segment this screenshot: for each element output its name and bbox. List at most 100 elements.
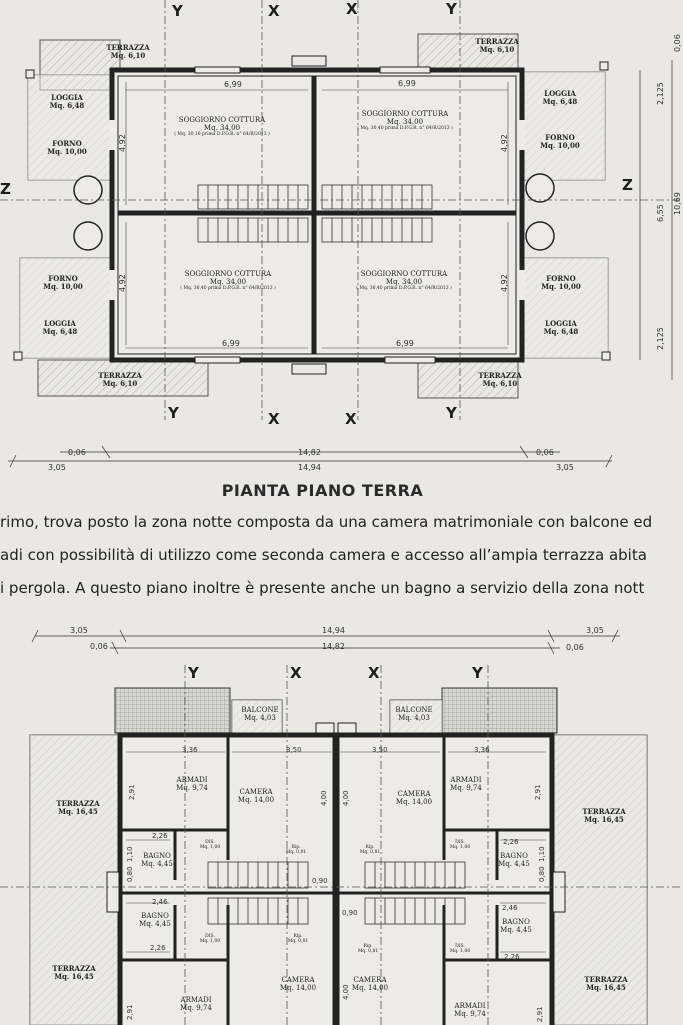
dim-room-height-tl: 4,92 bbox=[118, 134, 127, 152]
dim-room-width-bl: 6,99 bbox=[222, 339, 240, 348]
dim1-1494: 14,94 bbox=[322, 626, 345, 635]
roof-tiles-left bbox=[114, 687, 231, 734]
dim-edge-top: 0,06 bbox=[673, 34, 682, 52]
label-rip-tl: Rip.Mq. 0,81 bbox=[285, 845, 307, 855]
dim1-006-left: 0,06 bbox=[90, 642, 108, 651]
dim1-291-bl: 2,91 bbox=[126, 1004, 134, 1020]
dim1-305-right: 3,05 bbox=[586, 626, 604, 635]
axis-x-bottom-left: X bbox=[268, 410, 280, 428]
dim1-080-l: 0,80 bbox=[126, 866, 134, 882]
dim-side-top: 2,125 bbox=[656, 82, 665, 105]
first-floor-plan bbox=[29, 687, 648, 1025]
axis1-y-right: Y bbox=[472, 664, 483, 682]
dim1-090-bl: 0,90 bbox=[342, 909, 358, 917]
dim1-110-r: 1,10 bbox=[538, 846, 546, 862]
first-dimension-lines bbox=[31, 629, 620, 655]
dim1-226-tl: 2,26 bbox=[152, 832, 168, 840]
dim1-080-r: 0,80 bbox=[538, 866, 546, 882]
dim1-246-bl: 2,46 bbox=[152, 898, 168, 906]
axis-x-top-left: X bbox=[268, 2, 280, 20]
dim-room-height-bl: 4,92 bbox=[118, 274, 127, 292]
dim-total-h: 6,55 bbox=[656, 204, 665, 222]
dim-305-left: 3,05 bbox=[48, 463, 66, 472]
dim1-305-left: 3,05 bbox=[70, 626, 88, 635]
description-line-1: rimo, trova posto la zona notte composta… bbox=[0, 513, 653, 531]
axis-y-top-left: Y bbox=[172, 2, 183, 20]
dim-room-width-br: 6,99 bbox=[396, 339, 414, 348]
dim1-350-left: 3,50 bbox=[286, 746, 302, 754]
plan-title: PIANTA PIANO TERRA bbox=[221, 481, 424, 500]
axis-y-bottom-left: Y bbox=[168, 404, 179, 422]
section-lines-ground bbox=[0, 0, 683, 420]
dim-edge-h: 10,69 bbox=[673, 192, 682, 215]
label-rip-tr: Rip.Mq. 0,81 bbox=[359, 845, 381, 855]
roof-tiles-right bbox=[441, 687, 558, 734]
terrace-right-first bbox=[551, 734, 648, 1025]
dim1-400-left: 4,00 bbox=[320, 790, 328, 806]
dim-006-right: 0,06 bbox=[536, 448, 554, 457]
dim1-336-right: 3,36 bbox=[474, 746, 490, 754]
label-rip-bl: Rip.Mq. 0,81 bbox=[287, 934, 309, 944]
dim1-291-br: 2,91 bbox=[536, 1006, 544, 1022]
dim-1482: 14,82 bbox=[298, 448, 321, 457]
dim1-246-br: 2,46 bbox=[502, 904, 518, 912]
axis1-y-left: Y bbox=[188, 664, 199, 682]
axis-x-top-right: X bbox=[346, 0, 358, 18]
ground-dimension-lines bbox=[8, 60, 673, 468]
description-line-2: adi con possibilità di utilizzo come sec… bbox=[0, 546, 647, 564]
label-dis-tr: DIS.Mq. 1,00 bbox=[449, 840, 471, 850]
dim1-226-tr: 2,26 bbox=[503, 838, 519, 846]
axis-z-left: Z bbox=[0, 180, 11, 198]
dim-1494: 14,94 bbox=[298, 463, 321, 472]
dim-305-right: 3,05 bbox=[556, 463, 574, 472]
label-rip-br: Rip.Mq. 0,81 bbox=[357, 944, 379, 954]
dim-006-left: 0,06 bbox=[68, 448, 86, 457]
dim1-291-right: 2,91 bbox=[534, 784, 542, 800]
dim1-110-l: 1,10 bbox=[126, 846, 134, 862]
dim1-226-bl: 2,26 bbox=[150, 944, 166, 952]
dim1-350-right: 3,50 bbox=[372, 746, 388, 754]
dim1-400-bl: 4,00 bbox=[342, 984, 350, 1000]
dim1-1482: 14,82 bbox=[322, 642, 345, 651]
dim1-400-right: 4,00 bbox=[342, 790, 350, 806]
dim-room-width-tr: 6,99 bbox=[398, 79, 416, 88]
section-lines-first bbox=[0, 665, 683, 1025]
dim-room-width-tl: 6,99 bbox=[224, 80, 242, 89]
dim1-006-right: 0,06 bbox=[566, 643, 584, 652]
dim-side-bottom: 2,125 bbox=[656, 327, 665, 350]
terrace-bottom-right bbox=[417, 359, 519, 399]
axis1-x-right: X bbox=[368, 664, 380, 682]
dim1-336-left: 3,36 bbox=[182, 746, 198, 754]
axis-z-right: Z bbox=[622, 176, 633, 194]
ground-floor-plan bbox=[13, 33, 611, 399]
dim1-090-tl: 0,90 bbox=[312, 877, 328, 885]
label-dis-bl: DIS.Mq. 1,00 bbox=[199, 934, 221, 944]
